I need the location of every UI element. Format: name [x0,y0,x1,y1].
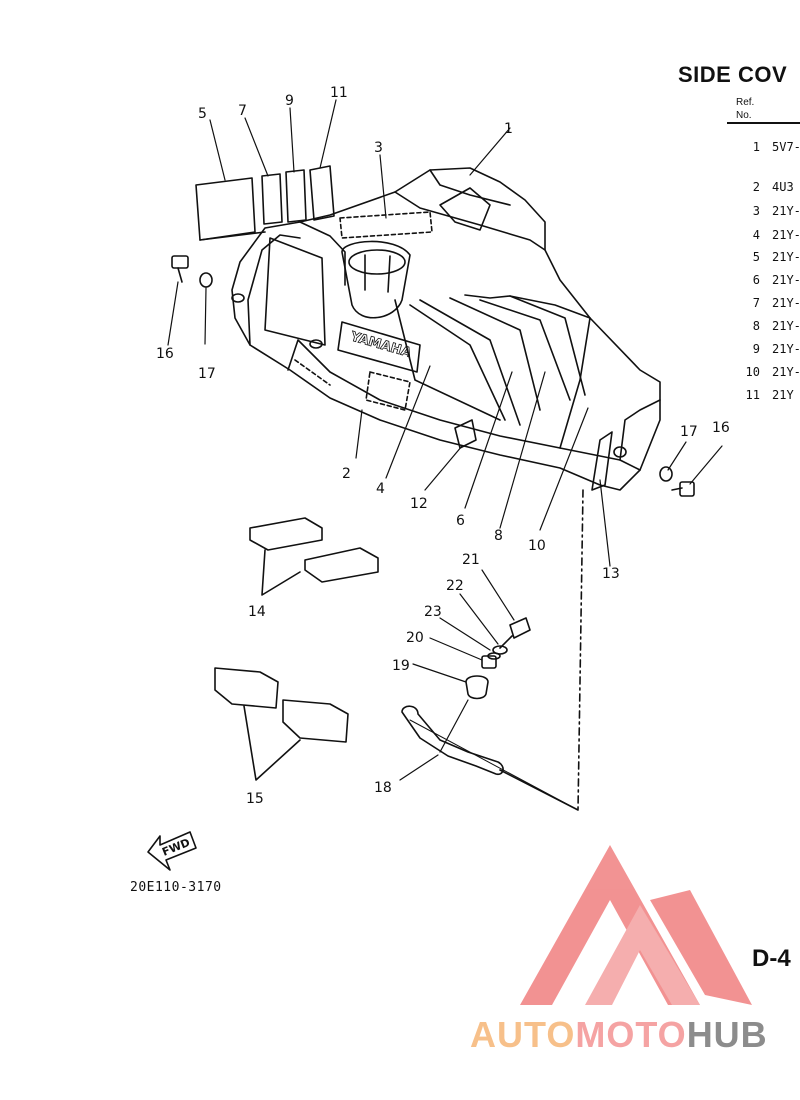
bolts-washers [171,255,695,497]
callout-5: 5 [198,106,207,122]
table-row: 9 21Y- [740,342,800,356]
callout-22: 22 [446,578,464,594]
table-row: 11 21Y [740,388,794,402]
ref-number: 2 [752,180,760,194]
watermark-text: AUTOMOTOHUB [470,1014,768,1056]
ref-number: 8 [752,319,760,333]
callout-16a: 16 [156,346,174,362]
part-12-plate [454,419,477,449]
table-row: 8 21Y- [740,319,800,333]
title-rule [727,122,800,124]
table-row: 5 21Y- [740,250,800,264]
watermark-hub: HUB [686,1014,768,1055]
ref-number: 10 [745,365,760,379]
part-number: 21Y- [772,319,800,333]
callout-17a: 17 [198,366,216,382]
ref-number: 4 [752,228,760,242]
ref-number: 11 [745,388,760,402]
callout-15: 15 [246,791,264,807]
callout-2: 2 [342,466,351,482]
table-row: 1 5V7- [740,140,800,154]
page-title: SIDE COV [678,62,788,87]
ref-number: 3 [752,204,760,218]
part-number: 21Y- [772,365,800,379]
callout-9: 9 [285,93,294,109]
ref-number: 9 [752,342,760,356]
callout-21: 21 [462,552,480,568]
part-13-bracket [591,431,613,491]
table-row: 2 4U3 [740,180,794,194]
callout-17b: 17 [680,424,698,440]
ref-header: Ref. [736,97,755,108]
callout-4: 4 [376,481,385,497]
part-number: 4U3 [772,180,794,194]
table-row: 10 21Y- [740,365,800,379]
pads [214,517,379,781]
no-header: No. [736,110,752,121]
callout-1: 1 [504,121,513,137]
callout-10: 10 [528,538,546,554]
ref-number: 7 [752,296,760,310]
decal-parts [195,165,335,241]
table-row: 4 21Y- [740,228,800,242]
page-number: D-4 [752,945,791,972]
part-number: 5V7- [772,140,800,154]
watermark-moto: MOTO [575,1014,687,1055]
callout-12: 12 [410,496,428,512]
part-number: 21Y- [772,250,800,264]
part-number: 21Y [772,388,794,402]
callout-18: 18 [374,780,392,796]
ref-number: 5 [752,250,760,264]
table-header: Ref. No. [736,96,754,122]
callout-8: 8 [494,528,503,544]
callout-19: 19 [392,658,410,674]
table-row: 6 21Y- [740,273,800,287]
fwd-arrow [147,831,197,871]
hardware-set [401,617,531,776]
callout-11: 11 [330,85,348,101]
callout-14: 14 [248,604,266,620]
assembly-lines [409,489,584,811]
part-number: 21Y- [772,228,800,242]
callout-13: 13 [602,566,620,582]
callout-labels: 1 2 3 4 5 6 7 8 9 10 11 12 13 14 15 16 1… [156,85,730,807]
part-number: 21Y- [772,342,800,356]
table-row: 3 21Y- [740,204,800,218]
part-number: 21Y- [772,296,800,310]
callout-6: 6 [456,513,465,529]
callout-23: 23 [424,604,442,620]
watermark-logo [520,845,752,1005]
part-number: 21Y- [772,204,800,218]
table-row: 7 21Y- [740,296,800,310]
leader-lines [167,99,723,781]
figure-reference: 20E110-3170 [130,880,222,895]
ref-number: 6 [752,273,760,287]
part-number: 21Y- [772,273,800,287]
callout-7: 7 [238,103,247,119]
callout-3: 3 [374,140,383,156]
ref-number: 1 [752,140,760,154]
callout-16b: 16 [712,420,730,436]
callout-20: 20 [406,630,424,646]
watermark-auto: AUTO [470,1014,576,1055]
side-cover-body [231,167,661,491]
